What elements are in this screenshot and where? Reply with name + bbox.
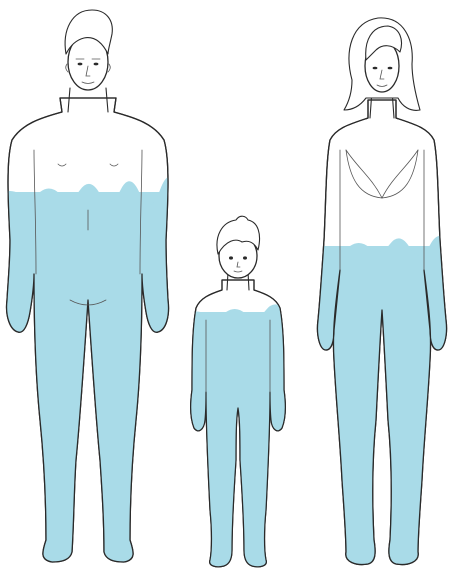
adult-man-figure	[0, 10, 180, 573]
adult-woman-figure	[310, 18, 454, 573]
man-water-fill	[0, 192, 180, 573]
child-figure	[186, 216, 290, 573]
child-water-fill	[186, 312, 290, 573]
woman-water-fill	[310, 246, 454, 573]
